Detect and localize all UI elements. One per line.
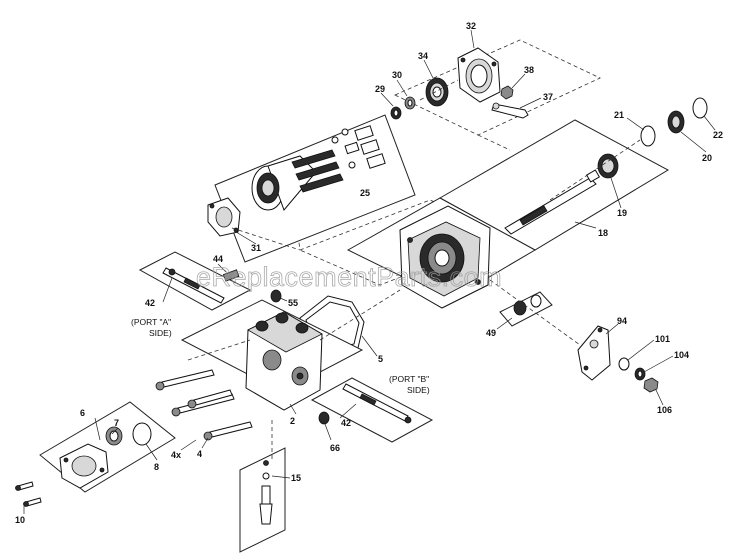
callout-6: 6 (80, 408, 85, 418)
spring-set (291, 149, 344, 193)
relief-valve-b-panel (310, 377, 434, 443)
piston-set (331, 125, 386, 169)
bearing-19 (597, 153, 619, 179)
callout-10: 10 (15, 515, 25, 525)
nut-38 (500, 85, 514, 100)
callout-15: 15 (291, 473, 301, 483)
callout-66: 66 (330, 443, 340, 453)
callout-18: 18 (598, 228, 608, 238)
seal-20 (667, 110, 685, 134)
callout-32: 32 (466, 21, 476, 31)
callout-7: 7 (114, 418, 119, 428)
seal-ring-21 (640, 125, 656, 147)
assembly-lines (187, 79, 641, 460)
plug-66 (318, 411, 330, 425)
plug-55 (270, 289, 282, 303)
callout-20: 20 (702, 153, 712, 163)
callout-4x: 4x (171, 450, 181, 460)
callout-42-a: 42 (145, 298, 155, 308)
port-b-label-line1: (PORT "B" (389, 374, 429, 384)
lever-37 (491, 102, 529, 119)
callout-8: 8 (154, 462, 159, 472)
bushing-49 (499, 291, 553, 327)
callout-labels: 32 34 30 29 38 37 21 22 20 25 19 18 31 4… (15, 21, 723, 525)
o-ring-8 (132, 422, 152, 446)
bolt-set-4 (155, 369, 253, 441)
callout-49: 49 (486, 328, 496, 338)
bearing-34 (425, 77, 449, 107)
screws-10 (15, 481, 42, 507)
port-a-label: (PORT "A" SIDE) (131, 317, 172, 338)
relief-valve-a (162, 267, 225, 304)
callout-4: 4 (197, 449, 202, 459)
callout-25: 25 (360, 188, 370, 198)
shaft-18 (504, 169, 601, 235)
pump-housing (399, 205, 491, 309)
end-cover-part (457, 47, 501, 103)
swashplate-31 (207, 197, 241, 237)
port-b-label-line2: SIDE) (407, 385, 430, 395)
callout-42-b: 42 (341, 418, 351, 428)
port-a-label-line1: (PORT "A" (131, 317, 171, 327)
gerotor-7 (105, 426, 123, 446)
washer-104 (634, 367, 646, 381)
charge-pump-panel (39, 401, 176, 493)
washer-101 (618, 357, 630, 371)
callout-5: 5 (378, 354, 383, 364)
ring-30 (404, 96, 416, 110)
callout-34: 34 (418, 51, 428, 61)
callout-2: 2 (290, 416, 295, 426)
cylinder-block-25 (251, 125, 386, 211)
bypass-valve-15 (259, 460, 273, 525)
center-block-2 (245, 311, 323, 411)
callout-21: 21 (614, 110, 624, 120)
charge-pump-cover-6 (59, 443, 109, 489)
callout-101: 101 (655, 334, 670, 344)
plug-44 (222, 269, 240, 282)
port-a-label-line2: SIDE) (149, 328, 172, 338)
callout-106: 106 (657, 405, 672, 415)
callout-55: 55 (288, 298, 298, 308)
port-b-label: (PORT "B" SIDE) (389, 374, 430, 395)
callout-104: 104 (674, 350, 689, 360)
relief-valve-b (342, 383, 412, 424)
callout-19: 19 (617, 208, 627, 218)
callout-94: 94 (617, 316, 627, 326)
callout-37: 37 (543, 92, 553, 102)
nut-106 (643, 377, 659, 393)
callout-31: 31 (251, 243, 261, 253)
leader-lines (23, 29, 716, 514)
callout-30: 30 (392, 70, 402, 80)
relief-valve-a-panel (138, 251, 252, 311)
callout-38: 38 (524, 65, 534, 75)
snap-ring-22 (692, 97, 708, 119)
callout-22: 22 (713, 130, 723, 140)
watermark-text: eReplacementParts.com (196, 262, 502, 292)
callout-44: 44 (213, 254, 223, 264)
ring-29 (390, 106, 402, 120)
bracket-94 (577, 325, 611, 381)
callout-29: 29 (375, 84, 385, 94)
